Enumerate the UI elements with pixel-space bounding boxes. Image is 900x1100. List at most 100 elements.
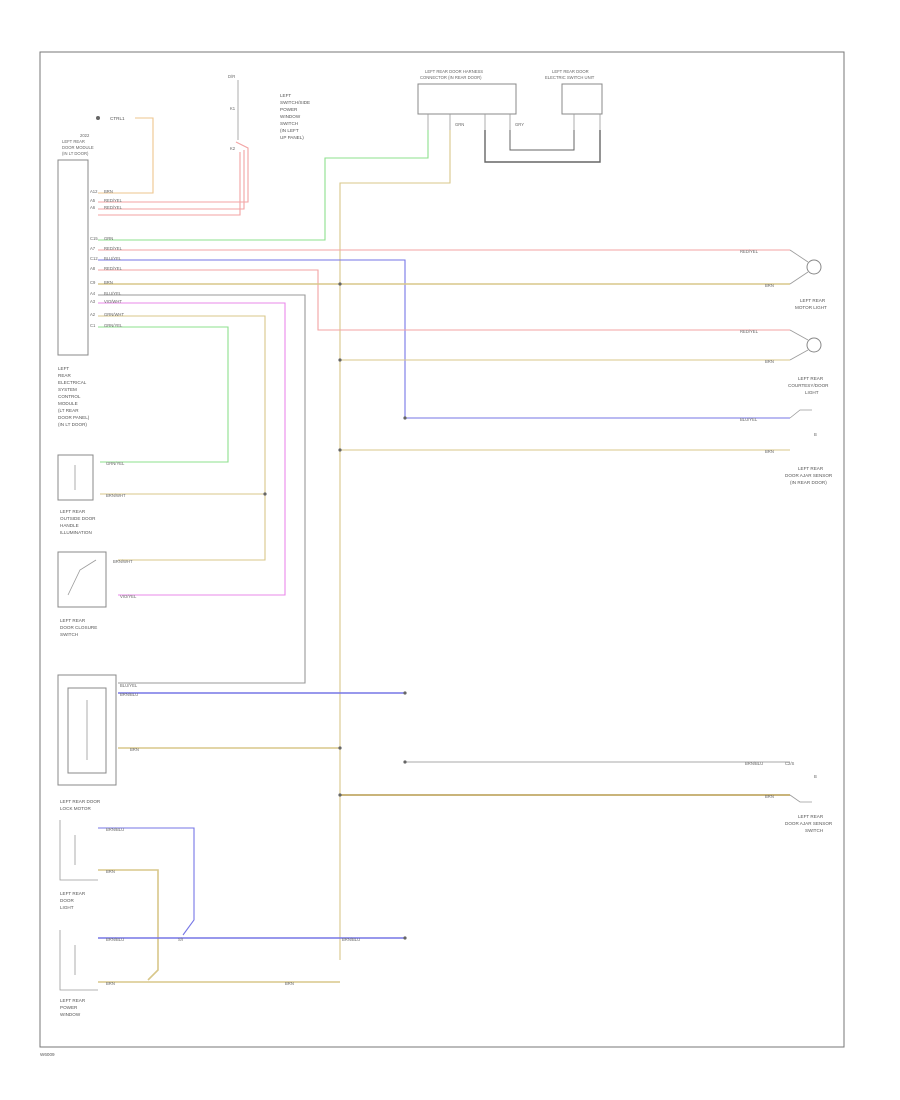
window-wire-b: BRN [106,981,115,986]
module-label: LEFT REAR ELECTRICAL SYSTEM CONTROL MODU… [58,366,90,427]
bus-box-sub: CONNECTOR (IN REAR DOOR) [420,75,482,80]
wire-bus-inner [509,130,575,151]
door-box-label: LEFT REAR DOOR [552,69,589,74]
sensor-gnd-wire: BRN [765,449,774,454]
module-pin: A8 [90,266,96,271]
lamp1-bulb [806,259,822,275]
module-pin: C1 [90,323,96,328]
switch2-symbol [789,794,812,803]
module-pin-wire: RED/YEL [104,205,123,210]
window-bottom-wire: BRN [285,981,294,986]
splice-dot [403,936,407,940]
switch2-pin: C2/S [785,761,795,766]
right-components: RED/YEL BRN LEFT REAR MOTOR LIGHT RED/YE… [740,249,833,833]
splice-dot [263,492,267,496]
closure-box [57,551,107,608]
sensor-label: (IN REAR DOOR) [790,480,827,485]
label-line: (LT REAR [58,408,79,413]
lock-label: LOCK MOTOR [60,806,91,811]
wire-green-bus [98,130,429,241]
closure-wire-b: VIO/YEL [120,594,137,599]
switch2-label: SWITCH [805,828,823,833]
module-pin-wire: GRN/YEL [104,323,123,328]
lamp2-bulb [806,337,822,353]
label-line: (IN LT DOOR) [58,422,87,427]
illum-label: OUTSIDE DOOR [60,516,96,521]
closure-label: DOOR CLOSURE [60,625,97,630]
label-line: SWITCH/SIDE [280,100,310,105]
wire-tan-doorlight [98,869,159,981]
window-symbol [59,930,98,991]
power-label: CTRL1 [110,116,125,121]
label-line: MODULE [58,401,78,406]
label-line: LEFT [58,366,69,371]
switch2-gnd-wire: BRN [765,794,774,799]
wire-red-c [98,152,241,216]
label-line: DOOR PANEL) [58,415,90,420]
lock-label: LEFT REAR DOOR [60,799,101,804]
label-line: ELECTRICAL [58,380,87,385]
doorlight-wire-b: BRN [106,869,115,874]
module-pin-wire: BRN [104,189,113,194]
splice-dot [403,691,407,695]
module-top-label: LEFT REAR [62,139,85,144]
lamp1-label: LEFT REAR [800,298,826,303]
label-line: SWITCH [280,121,298,126]
label-line: UP PANEL) [280,135,304,140]
wire-blue-doorlight [98,827,195,936]
lamp1-wire: RED/YEL [740,249,759,254]
module-pins: A12 BRN A5 RED/YEL A6 RED/YEL C15 GRN A7… [90,189,124,328]
label-line: LEFT [280,93,291,98]
window-label: WINDOW [60,1012,81,1017]
wire-magenta [98,302,286,596]
window-splice: S/I [178,937,183,942]
module-pin: A4 [90,291,96,296]
wire-power-feed [98,117,154,194]
module-pin-wire: BRN [104,280,113,285]
sensor-label: LEFT REAR [798,466,824,471]
bus-connector-box [417,83,517,115]
module-box [57,159,89,356]
top-section: CTRL1 D/R K1 K2 LEFT SWITCH/SIDE POWER W… [110,69,603,151]
window-label: LEFT REAR [60,998,86,1003]
wire-blue-sensor [98,259,790,419]
lamp2-lead [789,329,809,341]
switch2-wire: BRN/BLU [745,761,763,766]
label-line: CONTROL [58,394,81,399]
splice-dots [96,116,407,940]
module-pin-wire: RED/YEL [104,246,123,251]
splice-dot [96,116,100,120]
window-label: POWER [60,1005,78,1010]
lamp2-wire: RED/YEL [740,329,759,334]
control-module: 2022 LEFT REAR DOOR MODULE (IN LT DOOR) … [57,133,124,427]
module-pin-wire: BLU/YEL [104,256,122,261]
splice-dot [338,358,342,362]
sensor-switch [789,409,812,419]
module-pin: A7 [90,246,96,251]
illum-wire-a: GRN/YEL [106,461,125,466]
lamp2-label: COURTESY/DOOR [788,383,829,388]
lamp1-lead [789,271,809,285]
module-pin-wire: RED/YEL [104,266,123,271]
label-line: WINDOW [280,114,301,119]
lock-wire-b: BRN/BLU [120,692,138,697]
lock-wire-a: BLU/YEL [120,683,138,688]
bus-wire-2: GRY [515,122,524,127]
switch2-label: DOOR AJAR SENSOR [785,821,833,826]
closure-label: LEFT REAR [60,618,86,623]
module-pin-wire: VIO/WHT [104,299,122,304]
lamp2-gnd-wire: BRN [765,359,774,364]
splice-dot [338,746,342,750]
doorlight-label: DOOR [60,898,74,903]
wire-tan-closure [98,315,266,561]
label-line: (IN LEFT [280,128,299,133]
bus-box-label: LEFT REAR DOOR HARNESS [425,69,483,74]
closure-switch-symbol [67,559,97,596]
module-pin: C9 [90,280,96,285]
label-line: REAR [58,373,71,378]
junction-label-2: K2 [230,146,236,151]
doorlight-label: LEFT REAR [60,891,86,896]
illum-label: ILLUMINATION [60,530,92,535]
sensor-label: DOOR AJAR SENSOR [785,473,833,478]
